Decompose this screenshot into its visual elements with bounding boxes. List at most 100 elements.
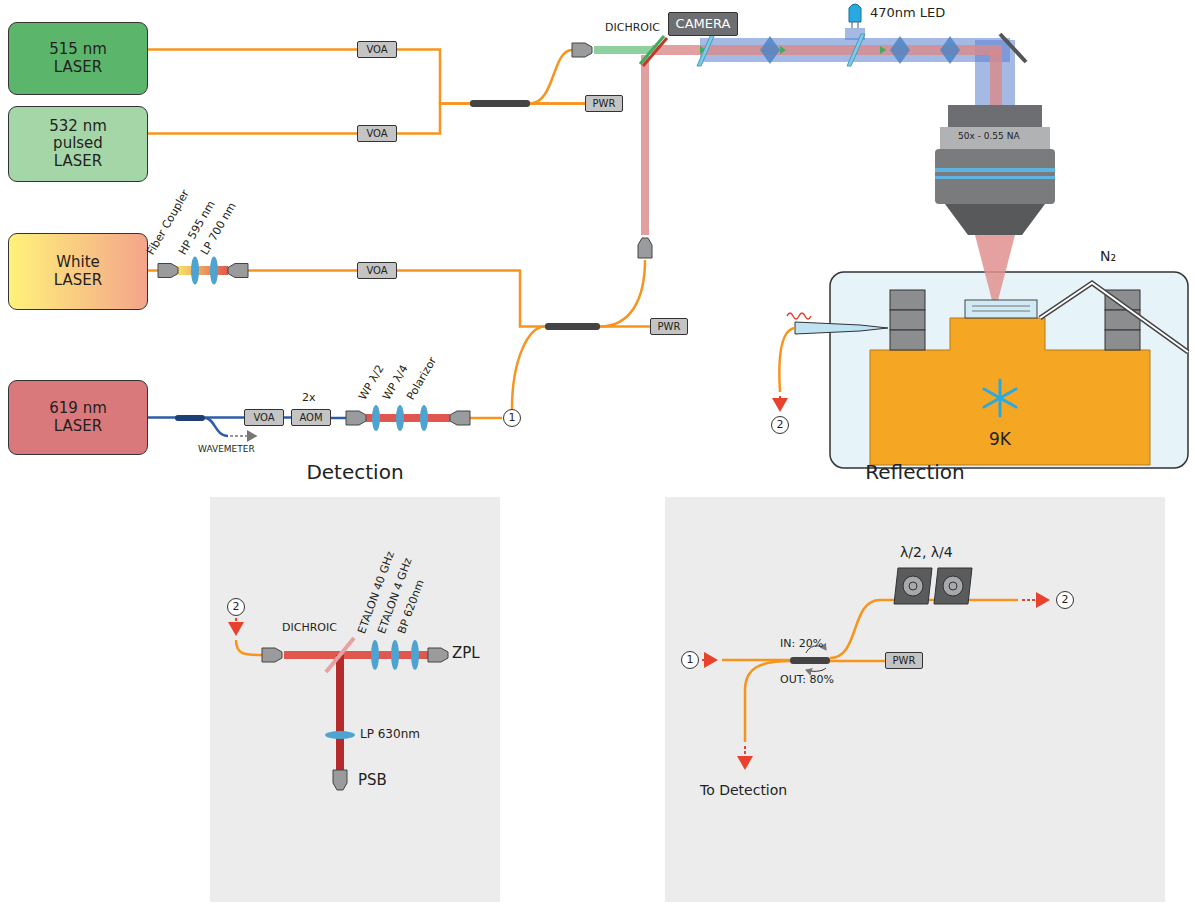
objective-lens [945,204,1045,235]
stage-label: 9K [960,425,1040,455]
mount-post [1105,330,1140,350]
rf-probe [779,328,795,392]
reflection-fibers [1022,599,1048,601]
filter-optics [178,266,228,275]
optical-fiber [397,50,585,104]
detection-optics [284,651,430,659]
text-label: To Detection [700,782,787,798]
mirror [1000,34,1026,62]
nitrogen-tube [1040,283,1188,352]
callout-number: 1 [681,651,699,669]
callout-number: 2 [227,598,245,616]
collimator [262,648,282,662]
reflection-fibers [934,568,972,604]
power-meter-box: PWR [885,652,923,669]
lens [760,36,780,64]
rf-probe [779,313,888,410]
optical-fiber [284,416,291,419]
collimator [158,264,178,278]
objective-lens [935,105,1055,312]
collimator [333,770,347,790]
beamsplitter [697,34,715,66]
attenuator-box: VOA [357,41,397,58]
optical-fiber [512,327,545,410]
detection-optics [336,655,344,770]
collimator [228,264,248,278]
nitrogen-tube [1040,283,1188,352]
beamsplitter [697,34,865,66]
laser-box: White LASER [8,233,148,310]
reflection-fibers [949,582,957,590]
power-meter-box: PWR [650,318,688,335]
mount-post [890,290,925,310]
collimator [333,770,347,790]
detection-optics [411,640,419,670]
node-label: PWR [893,655,916,667]
panel-ground [830,272,1188,468]
collimator [158,264,178,278]
waveplate-optics [420,405,428,431]
collimator [428,648,448,662]
lens [760,36,960,64]
lens [890,36,910,64]
detection-optics [325,731,355,739]
reflection-fibers [806,668,826,671]
detection-optics [236,618,430,770]
optical-fiber [148,48,357,51]
led-icon [849,4,861,28]
lens [940,36,960,64]
filter-optics [178,257,228,285]
node-label: CAMERA [676,17,731,32]
filter-optics [210,257,218,285]
collimator [572,43,592,57]
text-label: PSB [358,772,387,789]
reflection-fibers [943,576,963,596]
fiber-coupler [175,415,205,421]
node-label: AOM [299,412,322,424]
node-label: VOA [253,412,274,424]
cryostat-stage [965,300,1037,318]
text-label: IN: 20% [780,638,823,651]
reflection-fibers [790,657,830,664]
filter-optics [191,257,199,285]
node-label: 532 nm pulsed LASER [40,118,116,170]
node-label: VOA [366,265,387,277]
node-label: VOA [366,128,387,140]
power-meter-box: PWR [585,95,623,112]
collimator [450,411,470,425]
collimator [228,264,248,278]
text-label: DICHROIC [605,22,660,35]
beam-path [641,55,649,235]
reflection-fibers [830,660,885,663]
snowflake [984,389,1016,407]
mount-post [890,310,925,330]
optical-fiber [397,271,650,327]
panel-heading: Detection [210,461,500,484]
rf-probe [779,396,781,410]
waveplate-optics [372,405,380,431]
detection-optics [326,638,354,672]
led-icon [852,22,853,28]
fiber-coupler [470,100,600,330]
callout-number: 2 [1056,591,1074,609]
detection-panel: Detection [210,497,500,902]
laser-box: 515 nm LASER [8,22,148,95]
detection-optics [235,618,237,634]
node-label: 619 nm LASER [40,400,116,435]
reflection-fibers [894,568,932,604]
reflection-fibers [702,659,716,661]
attenuator-box: VOA [244,409,284,426]
led-icon [858,22,859,28]
node-label: PWR [593,98,616,110]
reflection-fibers [903,576,963,596]
modulator-box: AOM [291,409,331,426]
reflection-fibers [909,582,917,590]
collimator [346,411,366,425]
optical-fiber [530,50,572,104]
callout-number: 2 [771,416,789,434]
text-label: 50x - 0.55 NA [958,131,1020,141]
detection-optics [371,640,379,670]
wavemeter-arrow [230,435,256,437]
laser-box: 532 nm pulsed LASER [8,106,148,182]
